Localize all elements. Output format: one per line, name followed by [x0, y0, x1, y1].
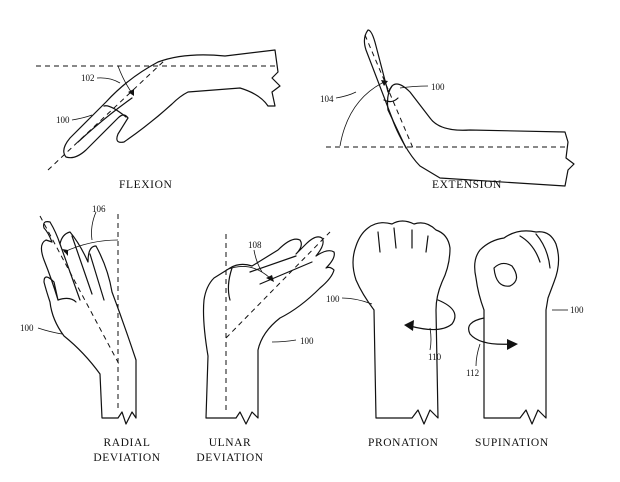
ref-100-supination: 100 [570, 305, 584, 315]
caption-radial-line2: DEVIATION [93, 452, 161, 464]
caption-supination: SUPINATION [475, 437, 549, 449]
radial-leader-100 [37, 327, 63, 335]
ref-100-flexion: 100 [56, 115, 70, 125]
ref-104: 104 [320, 94, 334, 104]
pronation-knuckle-line-2 [393, 227, 397, 249]
ref-110: 110 [428, 352, 442, 362]
extension-hand-outline [363, 29, 575, 187]
radial-hand-axis [39, 215, 121, 367]
pronation-rotation-arrow [409, 299, 456, 331]
ref-102: 102 [81, 73, 95, 83]
ulnar-leader-108 [253, 249, 263, 273]
radial-hand-outline [40, 221, 137, 425]
pronation-fist-outline [352, 220, 451, 425]
ulnar-leader-100 [271, 339, 297, 343]
ref-108: 108 [248, 240, 262, 250]
caption-flexion: FLEXION [119, 179, 173, 191]
pronation-leader-110 [429, 327, 432, 351]
ref-100-radial: 100 [20, 323, 34, 333]
ulnar-panel: 108 100 [202, 231, 335, 425]
ref-106: 106 [92, 204, 106, 214]
caption-ulnar-deviation: ULNAR DEVIATION [193, 436, 267, 466]
pronation-arrowhead [404, 320, 414, 331]
ulnar-hand-axis [225, 231, 331, 339]
radial-finger-line-3 [89, 253, 105, 301]
caption-radial-deviation: RADIAL DEVIATION [90, 436, 164, 466]
flexion-leader-102 [96, 77, 121, 84]
radial-thumb-crease [57, 297, 77, 303]
caption-ulnar-line1: ULNAR [208, 437, 252, 449]
caption-pronation: PRONATION [368, 437, 439, 449]
flexion-panel: 102 100 [36, 49, 281, 171]
ulnar-angle-arrowhead [266, 275, 274, 282]
flexion-finger-line [77, 97, 133, 143]
supination-thumb [493, 262, 518, 287]
radial-panel: 106 100 [20, 204, 137, 425]
ulnar-thumb-line [227, 267, 233, 301]
ref-112: 112 [466, 368, 479, 378]
extension-thumb-line [386, 85, 407, 149]
supination-finger-line-2 [535, 233, 551, 269]
radial-angle-arc [63, 239, 119, 253]
supination-arrowhead [507, 339, 518, 350]
ulnar-finger-line-2 [259, 261, 313, 285]
flexion-finger-crease [103, 105, 127, 118]
extension-angle-arc [339, 81, 385, 147]
supination-rotation-arrow [468, 317, 513, 345]
extension-angle-arrowhead [381, 80, 388, 86]
supination-leader-112 [475, 343, 481, 367]
caption-ulnar-line2: DEVIATION [196, 452, 264, 464]
supination-finger-line-1 [519, 235, 541, 263]
flexion-angle-arrowhead [128, 89, 134, 96]
pronation-panel: 110 100 [326, 220, 456, 425]
flexion-leader-100 [71, 114, 93, 121]
supination-panel: 112 100 [466, 230, 584, 425]
caption-radial-line1: RADIAL [103, 437, 151, 449]
ref-100-extension: 100 [431, 82, 445, 92]
extension-leader-100 [399, 85, 429, 89]
supination-fist-outline [474, 230, 560, 425]
radial-leader-106 [91, 211, 97, 241]
radial-finger-line-2 [71, 235, 93, 295]
ref-100-ulnar: 100 [300, 336, 314, 346]
extension-panel: 104 100 [320, 29, 575, 187]
caption-extension: EXTENSION [432, 179, 502, 191]
extension-hand-axis [364, 34, 414, 149]
radial-angle-arrowhead [62, 249, 68, 256]
pronation-leader-100 [341, 297, 373, 305]
ref-100-pronation: 100 [326, 294, 340, 304]
extension-crease [383, 97, 399, 103]
ulnar-hand-outline [202, 236, 335, 425]
extension-leader-104 [335, 91, 357, 99]
flexion-hand-outline [63, 49, 281, 159]
radial-finger-line-1 [59, 243, 81, 301]
pronation-knuckle-line-4 [425, 235, 429, 253]
ulnar-angle-arc [225, 266, 271, 279]
pronation-knuckle-line-1 [377, 231, 381, 253]
